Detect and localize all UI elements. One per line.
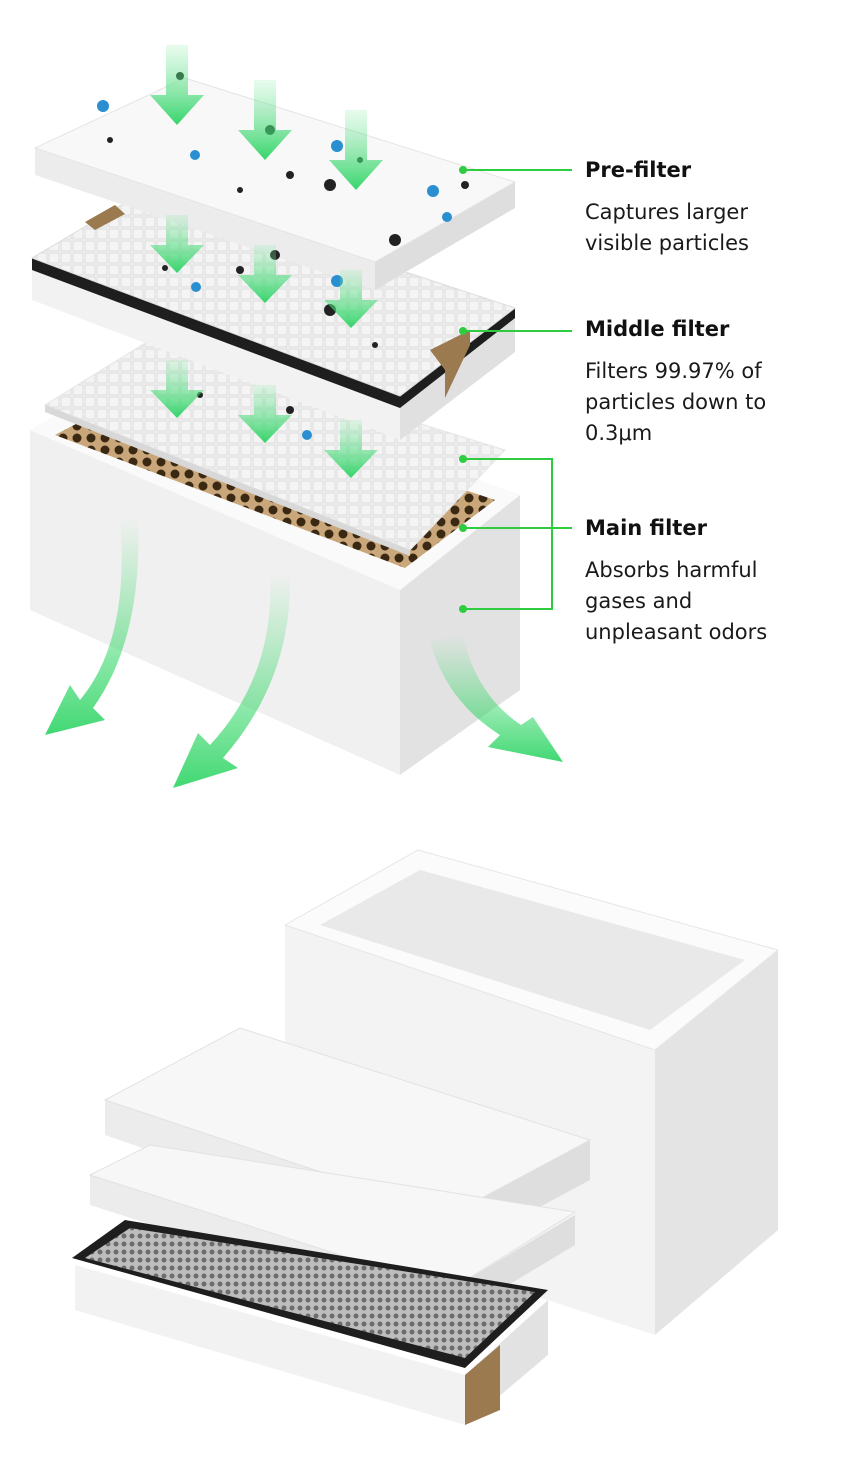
callout-title: Middle filter — [585, 317, 730, 341]
callout-leaders — [459, 166, 572, 613]
callout-pre-filter: Pre-filter Captures larger visible parti… — [585, 157, 749, 259]
callout-desc-line: Absorbs harmful — [585, 558, 758, 582]
callout-desc-line: particles down to — [585, 390, 767, 414]
middle-filter-unit — [72, 1220, 548, 1425]
airflow-arrows-down — [150, 45, 383, 478]
callout-desc-line: Filters 99.97% of — [585, 359, 762, 383]
callout-desc-line: Captures larger — [585, 200, 748, 224]
callout-desc-line: gases and — [585, 589, 693, 613]
callout-desc-line: unpleasant odors — [585, 620, 768, 644]
callout-title: Main filter — [585, 516, 707, 540]
airflow-arrows-out — [45, 518, 563, 788]
callout-desc-line: 0.3μm — [585, 421, 653, 445]
callout-main-filter: Main filter Absorbs harmful gases and un… — [585, 515, 767, 648]
callout-desc-line: visible particles — [585, 231, 749, 255]
pre-filter-graphic — [33, 77, 517, 290]
callout-title: Pre-filter — [585, 158, 692, 182]
callout-middle-filter: Middle filter Filters 99.97% of particle… — [585, 316, 766, 449]
